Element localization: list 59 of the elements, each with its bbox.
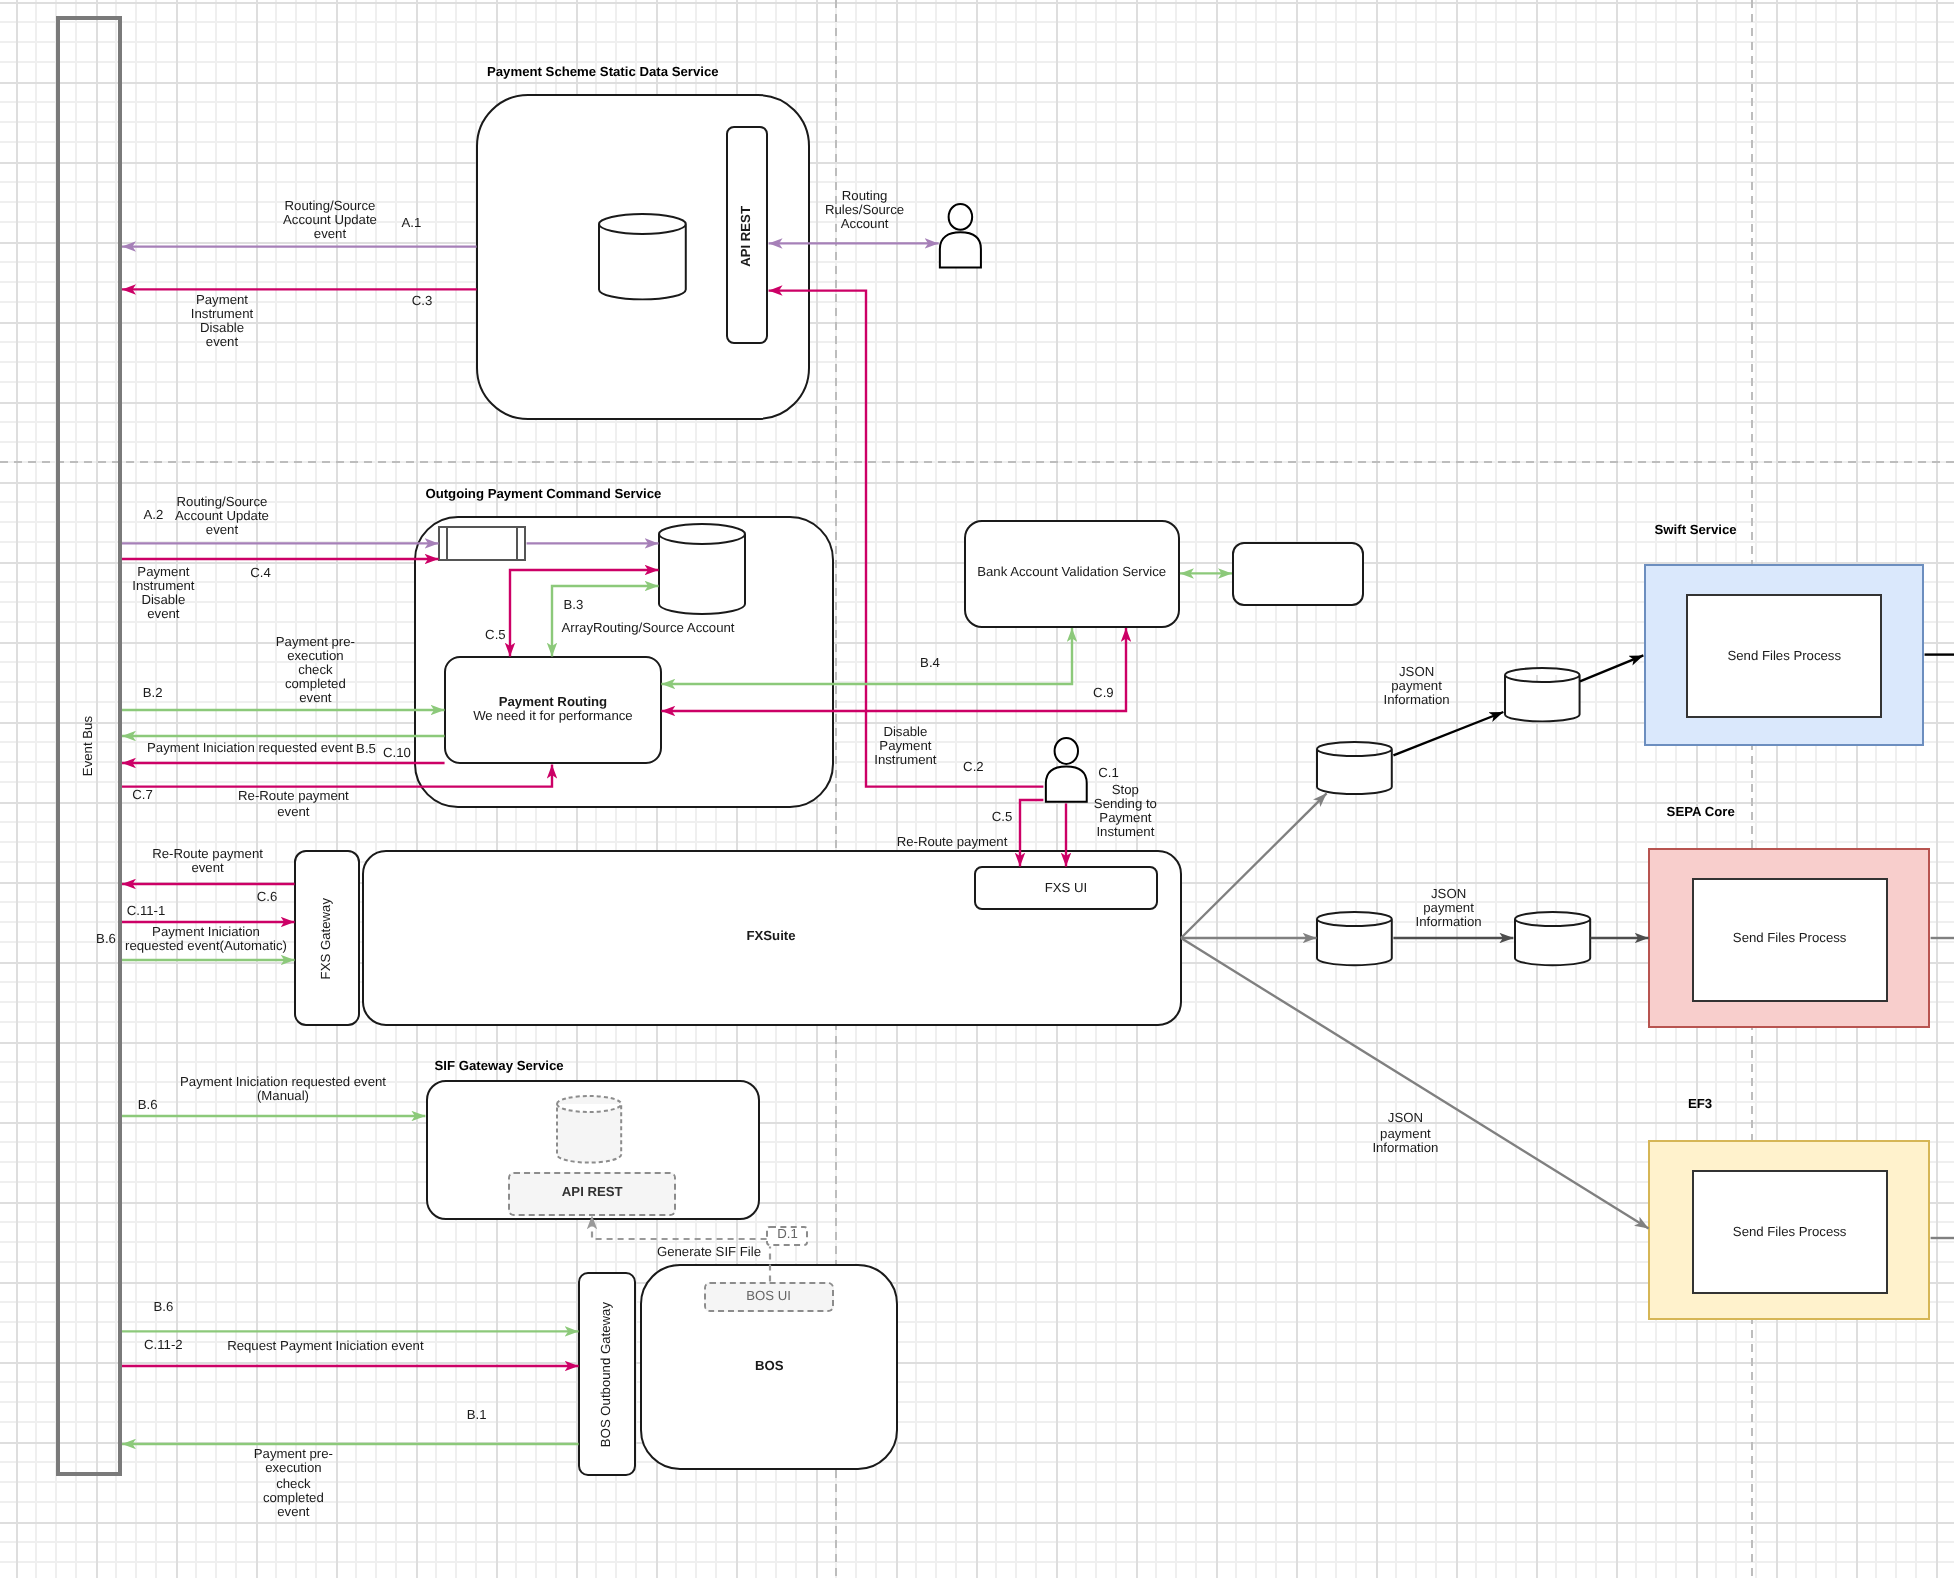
- arrow: [1181, 932, 1317, 944]
- system-box: [361, 850, 1181, 1026]
- double-arrow: [1179, 568, 1232, 579]
- arrow: [122, 916, 295, 928]
- double-arrow: [768, 238, 939, 249]
- arrow: [1014, 798, 1044, 867]
- arrow: [122, 553, 439, 565]
- database-cylinder: [658, 523, 747, 614]
- arrow: [1060, 803, 1072, 867]
- database-cylinder: [598, 214, 688, 300]
- arrow: [1392, 710, 1504, 757]
- arrow: [122, 704, 445, 716]
- connector-line: [768, 1246, 772, 1282]
- ui-box: [973, 866, 1159, 911]
- arrow: [122, 954, 295, 966]
- ui-box: [704, 1281, 834, 1312]
- arrow: [1180, 792, 1328, 939]
- tag-box: [766, 1225, 809, 1247]
- connector-line: [1930, 1236, 1954, 1240]
- event-bus-bar: [56, 16, 122, 1477]
- arrow: [122, 241, 477, 252]
- arrow: [1590, 932, 1649, 944]
- arrow: [526, 538, 659, 549]
- arrow: [1180, 937, 1650, 1230]
- gateway-box: [578, 1272, 637, 1477]
- arrow: [122, 878, 295, 890]
- double-arrow: [661, 628, 1078, 690]
- arrow: [122, 284, 477, 295]
- gateway-box: [294, 850, 360, 1026]
- api-box: [725, 126, 769, 345]
- connector-line: [1930, 936, 1954, 940]
- double-arrow: [504, 564, 659, 657]
- person-icon: [938, 202, 984, 269]
- arrow: [122, 764, 558, 788]
- arrow: [122, 1438, 579, 1450]
- arrow: [1579, 654, 1644, 683]
- arrow: [1393, 932, 1514, 944]
- process-box: [444, 656, 662, 765]
- arrow: [122, 1360, 579, 1372]
- service-box: [1232, 541, 1364, 607]
- api-box: [507, 1171, 677, 1216]
- arrow: [586, 1215, 767, 1241]
- process-box: [1691, 877, 1888, 1002]
- arrow: [122, 757, 445, 769]
- process-box: [1686, 594, 1882, 719]
- arrow: [122, 1326, 579, 1337]
- arrow: [122, 1110, 426, 1122]
- double-arrow: [661, 628, 1132, 717]
- process-symbol: [438, 526, 527, 562]
- process-box: [1691, 1170, 1888, 1295]
- arrow: [122, 730, 445, 742]
- service-box: [963, 520, 1180, 628]
- double-arrow: [546, 580, 659, 657]
- arrow: [122, 538, 439, 549]
- connector-line: [1924, 653, 1954, 656]
- system-box: [640, 1263, 899, 1470]
- arrow: [768, 285, 1044, 788]
- database-cylinder: [555, 1095, 622, 1162]
- person-icon: [1043, 736, 1088, 804]
